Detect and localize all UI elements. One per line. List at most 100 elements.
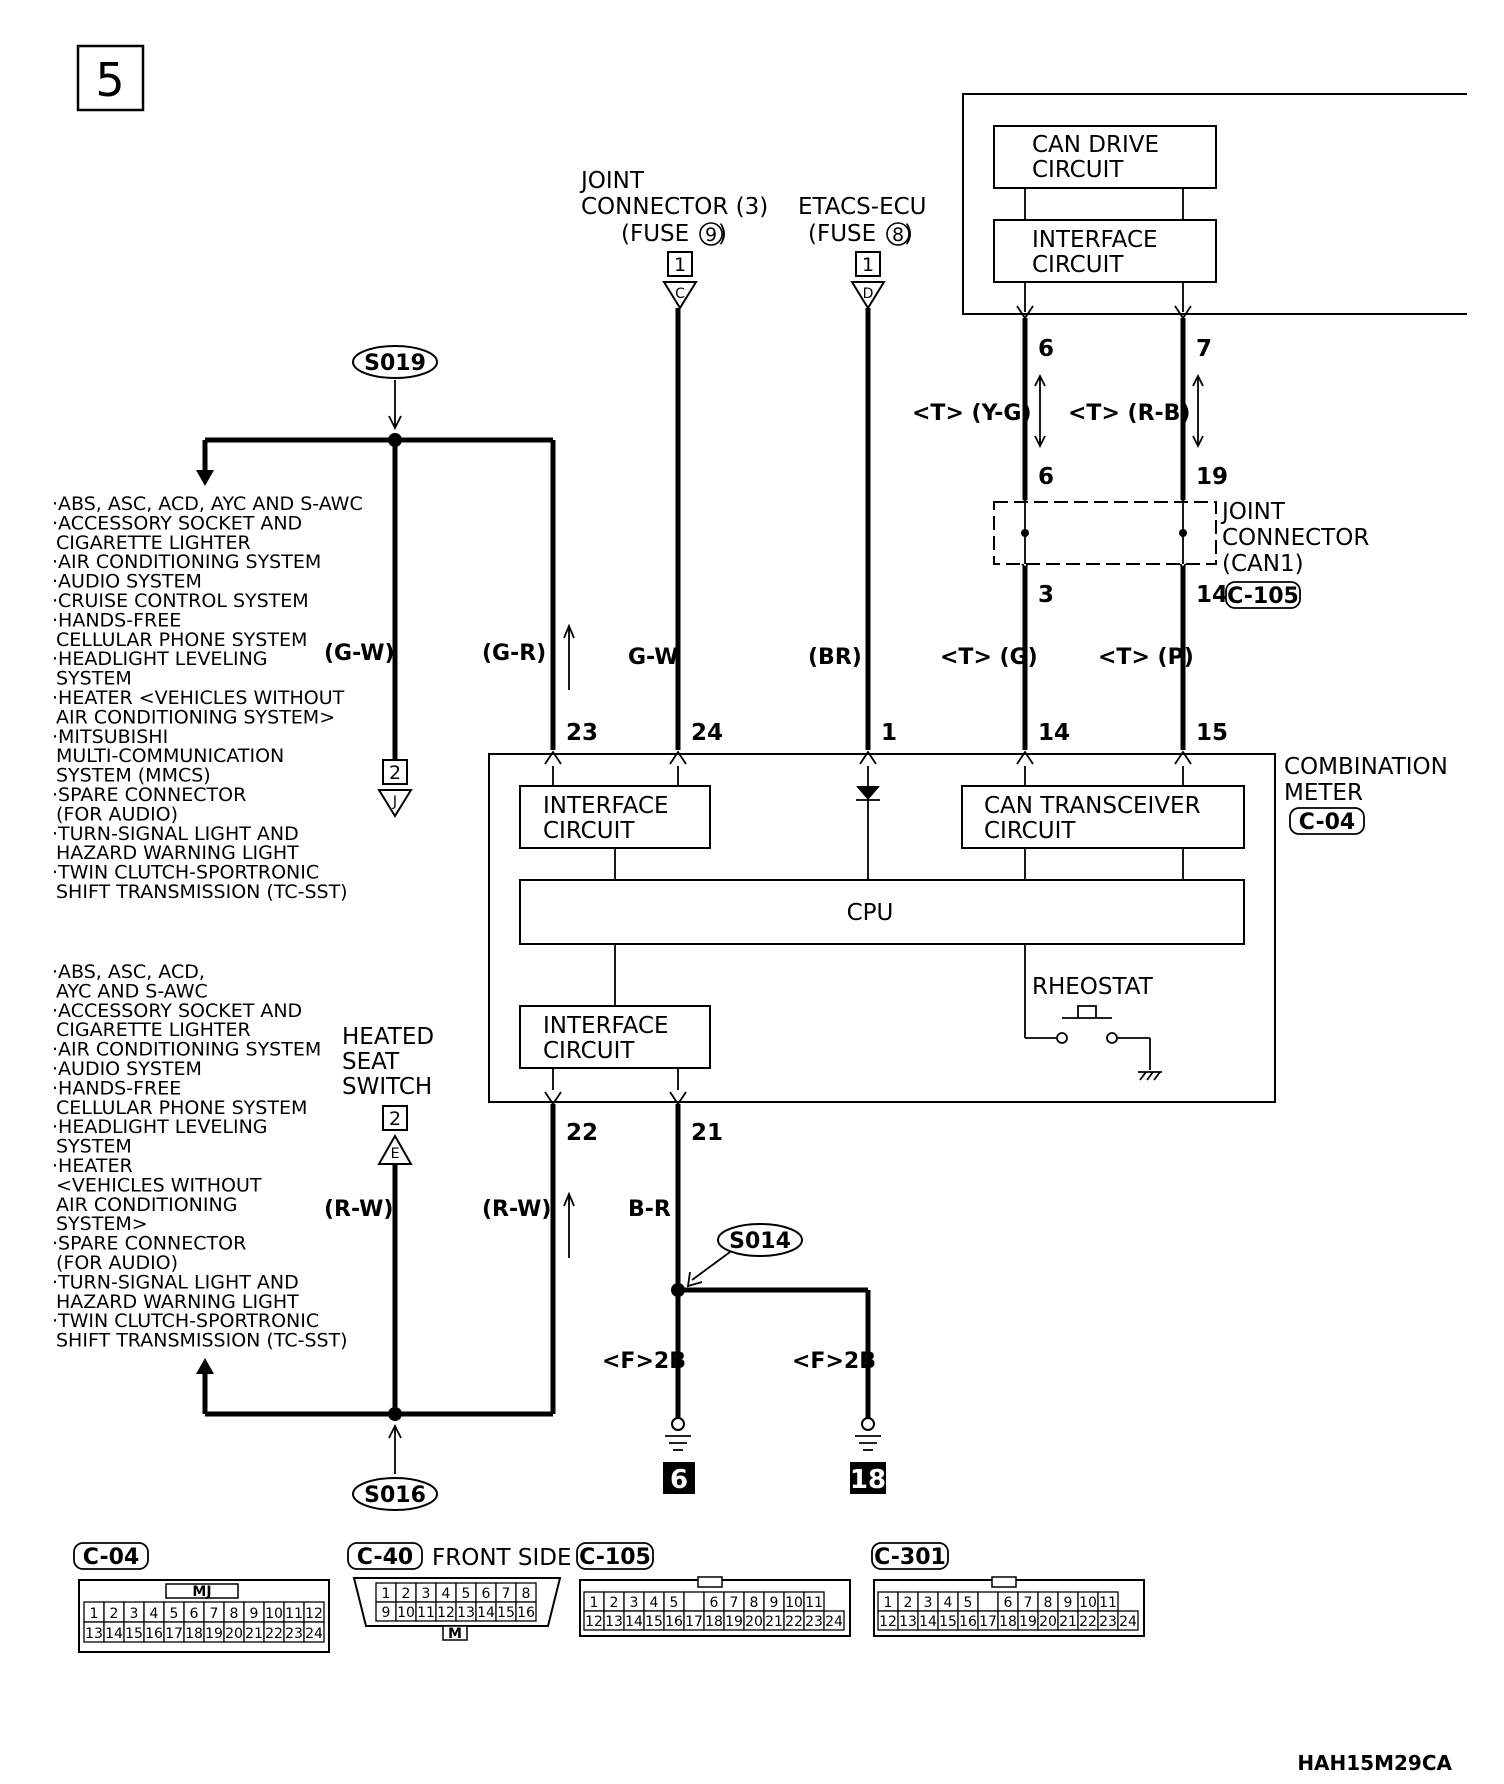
list-item: MULTI-COMMUNICATION bbox=[56, 745, 284, 767]
connector-pin-label: 9 bbox=[770, 1595, 779, 1611]
lower-system-list: ·ABS, ASC, ACD,AYC AND S-AWC·ACCESSORY S… bbox=[52, 961, 348, 1352]
connector-pin-label: 6 bbox=[710, 1595, 719, 1611]
connector-pin-label: 18 bbox=[705, 1614, 723, 1630]
connector-pin-label: 24 bbox=[1119, 1614, 1137, 1630]
connector-pin-label: 23 bbox=[285, 1626, 303, 1642]
conn-c40-name: C-40 bbox=[357, 1545, 413, 1570]
list-item: CELLULAR PHONE SYSTEM bbox=[56, 629, 307, 651]
list-item: SHIFT TRANSMISSION (TC-SST) bbox=[56, 881, 348, 903]
connector-pin-label: 5 bbox=[670, 1595, 679, 1611]
connector-pin-label: 9 bbox=[1064, 1595, 1073, 1611]
connector-pin-label: 14 bbox=[919, 1614, 937, 1630]
connector-pin-label: 22 bbox=[1079, 1614, 1097, 1630]
connector-pin-label: 16 bbox=[145, 1626, 163, 1642]
can-drive-line2: CIRCUIT bbox=[1032, 157, 1124, 183]
connector-pin-label: 16 bbox=[959, 1614, 977, 1630]
connector-pin-label: 6 bbox=[190, 1606, 199, 1622]
meter-title-1: COMBINATION bbox=[1284, 754, 1448, 780]
etacs-ecu-connector: ETACS-ECU(FUSE) 8 1 D bbox=[798, 194, 927, 310]
connector-pin-label: 15 bbox=[497, 1605, 515, 1621]
connector-pin-label: 6 bbox=[482, 1586, 491, 1602]
connector-pin-label: 2 bbox=[402, 1586, 411, 1602]
connector-pin-cell bbox=[1117, 1610, 1139, 1631]
connector-pin-label: 17 bbox=[979, 1614, 997, 1630]
connector-pin-label: 23 bbox=[1099, 1614, 1117, 1630]
list-item: HAZARD WARNING LIGHT bbox=[56, 842, 299, 864]
list-item: CIGARETTE LIGHTER bbox=[56, 532, 251, 554]
connector-pin-label: 11 bbox=[285, 1606, 303, 1622]
can-wires bbox=[993, 305, 1217, 750]
connector-pin-label: 12 bbox=[305, 1606, 323, 1622]
interface-top-line2: CIRCUIT bbox=[1032, 252, 1124, 278]
connector-pin-label: 10 bbox=[265, 1606, 283, 1622]
can-drive-line1: CAN DRIVE bbox=[1032, 132, 1159, 158]
pin-6-mid: 6 bbox=[1038, 464, 1054, 490]
connector-pin-label: 17 bbox=[165, 1626, 183, 1642]
connector-pin-label: 10 bbox=[1079, 1595, 1097, 1611]
splice-s016: S016 bbox=[364, 1483, 426, 1508]
connector-pin-label: 20 bbox=[745, 1614, 763, 1630]
connector-pin-label: 20 bbox=[1039, 1614, 1057, 1630]
connector-pin-label: 18 bbox=[185, 1626, 203, 1642]
heated-seat-ref-box: 2 bbox=[389, 1108, 401, 1130]
list-item: HAZARD WARNING LIGHT bbox=[56, 1291, 299, 1313]
svg-text:9: 9 bbox=[705, 224, 717, 246]
interface-circuit-upper bbox=[519, 785, 711, 849]
conn-c40-note: FRONT SIDE bbox=[432, 1545, 572, 1571]
connector-pin-label: 18 bbox=[999, 1614, 1017, 1630]
list-item: ·TWIN CLUTCH-SPORTRONIC bbox=[52, 862, 319, 884]
splice-s019: S019 bbox=[364, 351, 426, 376]
connector-pin-label: 21 bbox=[1059, 1614, 1077, 1630]
list-item: ·AIR CONDITIONING SYSTEM bbox=[52, 551, 321, 573]
connector-pin-label: 6 bbox=[1004, 1595, 1013, 1611]
list-item: ·ABS, ASC, ACD, bbox=[52, 961, 205, 983]
connector-pin-label: 3 bbox=[924, 1595, 933, 1611]
connector-pin-label: 1 bbox=[382, 1586, 391, 1602]
conn-c04-tag: MJ bbox=[192, 1584, 211, 1600]
connector-c105-ref: C-105 bbox=[1227, 584, 1299, 609]
pin-21: 21 bbox=[691, 1120, 723, 1146]
connector-pin-label: 7 bbox=[1024, 1595, 1033, 1611]
connector-pin-label: 11 bbox=[417, 1605, 435, 1621]
wire-g-w: G-W bbox=[628, 645, 678, 670]
connector-pin-label: 3 bbox=[130, 1606, 139, 1622]
pin-19-mid: 19 bbox=[1196, 464, 1228, 490]
connector-pin-cell bbox=[823, 1610, 845, 1631]
cpu-label: CPU bbox=[847, 900, 894, 926]
pin-6-top: 6 bbox=[1038, 336, 1054, 362]
list-item: ·HEADLIGHT LEVELING bbox=[52, 648, 268, 670]
connector-pin-label: 1 bbox=[884, 1595, 893, 1611]
list-item: CELLULAR PHONE SYSTEM bbox=[56, 1097, 307, 1119]
page-number: 5 bbox=[95, 53, 124, 107]
upper-ref-letter: J bbox=[392, 794, 397, 810]
connector-pin-cell bbox=[683, 1591, 705, 1612]
list-item: ·ABS, ASC, ACD, AYC AND S-AWC bbox=[52, 493, 363, 515]
connector-pin-label: 2 bbox=[904, 1595, 913, 1611]
list-item: CIGARETTE LIGHTER bbox=[56, 1019, 251, 1041]
list-item: SYSTEM (MMCS) bbox=[56, 765, 211, 787]
list-item: ·AUDIO SYSTEM bbox=[52, 1058, 202, 1080]
connector-pin-label: 12 bbox=[585, 1614, 603, 1630]
interface-circuit-box-top bbox=[993, 219, 1217, 283]
connector-pin-label: 15 bbox=[125, 1626, 143, 1642]
connector-pin-label: 4 bbox=[150, 1606, 159, 1622]
pin-7-top: 7 bbox=[1196, 336, 1212, 362]
connector-pin-label: 14 bbox=[105, 1626, 123, 1642]
connector-pin-label: 9 bbox=[382, 1605, 391, 1621]
connector-pin-cell bbox=[977, 1591, 999, 1612]
connector-pin-label: 16 bbox=[517, 1605, 535, 1621]
upper-system-list: ·ABS, ASC, ACD, AYC AND S-AWC·ACCESSORY … bbox=[52, 493, 363, 903]
pin-3: 3 bbox=[1038, 582, 1054, 608]
connector-pin-label: 5 bbox=[462, 1586, 471, 1602]
list-item: ·AUDIO SYSTEM bbox=[52, 571, 202, 593]
